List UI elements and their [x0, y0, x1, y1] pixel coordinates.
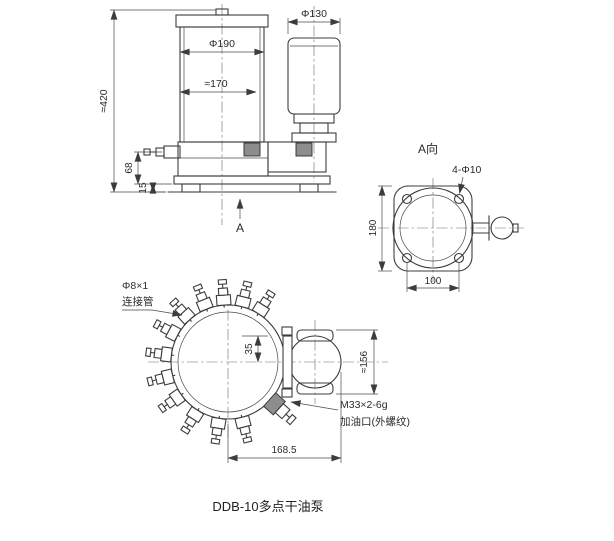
side-view: Φ190 ≈170 Φ130 ≈420 68 15 A: [98, 4, 341, 235]
knurled-plug: [295, 142, 313, 157]
bolt-hole: [401, 252, 413, 264]
dim-foot-height: 15: [138, 182, 149, 194]
dim-motor-height: ≈156: [359, 350, 370, 373]
flange-outer-circle: [392, 187, 474, 269]
knurled-plug: [243, 142, 261, 157]
foot: [299, 183, 319, 193]
filler-name-label: 加油口(外螺纹): [340, 415, 410, 428]
motor-foot: [291, 132, 337, 143]
dim-flange-width: 100: [425, 276, 442, 287]
view-a: A向 4-Φ10 180 100: [368, 141, 524, 292]
flange-plate: [393, 185, 473, 272]
mounting-flange-edge: [282, 335, 293, 389]
pump-lid-circle: [177, 311, 279, 413]
dim-flange-height: 180: [368, 219, 379, 236]
drawing-caption: DDB-10多点干油泵: [212, 499, 323, 514]
lubrication-port: [167, 295, 197, 327]
lubrication-port: [151, 316, 184, 343]
lubrication-port: [155, 387, 188, 416]
flange-bolt: [281, 388, 293, 398]
lubrication-port: [207, 414, 227, 446]
dim-body-diameter: Φ190: [209, 38, 235, 50]
lubrication-port: [250, 287, 279, 320]
dim-base-height: 68: [124, 162, 135, 174]
flange-inner-circle: [399, 194, 467, 262]
oil-filler-port: [262, 392, 297, 426]
pipe-name-label: 连接管: [122, 295, 154, 308]
lubrication-port: [144, 344, 175, 363]
lubrication-port: [233, 279, 256, 311]
bolt-holes-leader: [458, 176, 465, 195]
view-a-title: A向: [418, 141, 438, 156]
bolt-hole: [453, 193, 465, 205]
dim-length: 168.5: [271, 445, 296, 456]
filler-leader: [290, 400, 339, 411]
pipe-spec-label: Φ8×1: [122, 280, 148, 292]
foot: [181, 183, 201, 193]
dim-center-offset: 35: [244, 343, 255, 355]
dim-bolt-holes: 4-Φ10: [452, 164, 482, 176]
filler-spec-label: M33×2-6g: [340, 399, 388, 411]
section-arrow-label: A: [236, 221, 244, 235]
dim-body-width: ≈170: [204, 78, 227, 90]
lubrication-port: [214, 278, 232, 309]
base-plate: [173, 175, 331, 185]
dim-motor-diameter: Φ130: [301, 8, 327, 20]
lubrication-port: [190, 282, 215, 315]
bolt-hole: [401, 193, 413, 205]
dim-total-height: ≈420: [98, 89, 110, 112]
pipe-leader: [122, 309, 183, 317]
bolt-hole: [453, 252, 465, 264]
lubrication-port: [177, 404, 206, 437]
lubrication-port: [233, 413, 256, 445]
plan-view: 35 ≈156 168.5 Φ8×1 连接管 M33×2-6g 加油口(外螺纹): [122, 278, 410, 463]
flange-bolt: [281, 326, 293, 336]
lubrication-port: [145, 367, 177, 390]
